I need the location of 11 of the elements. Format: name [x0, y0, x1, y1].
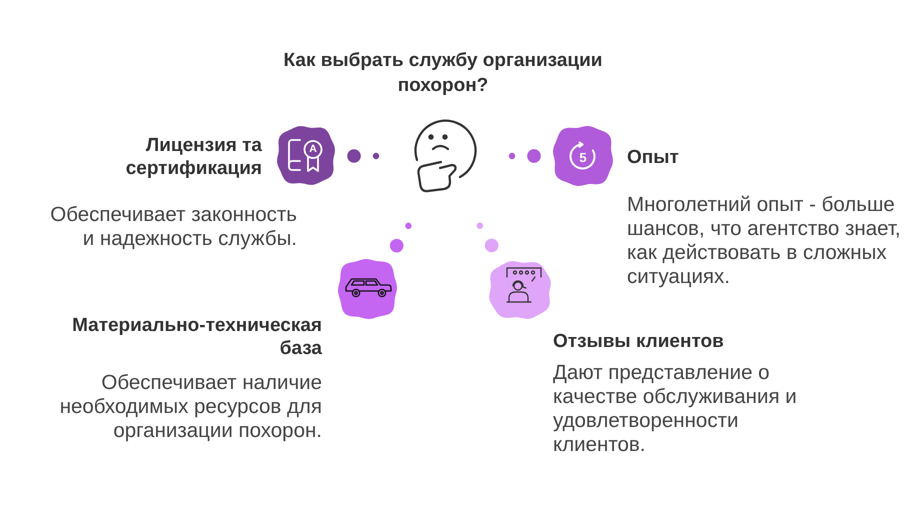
item-description: Обеспечивает наличие необходимых ресурсов для организации похорон. — [58, 371, 322, 443]
item-heading: Лицензия та сертификация — [124, 134, 262, 180]
item-heading: Отзывы клиентов — [553, 330, 725, 352]
item-description: Обеспечивает законность и надежность службы. — [49, 203, 297, 251]
item-description: Дают представление о качестве обслуживания и удовлетворенности клиентов. — [553, 361, 798, 457]
item-description: Многолетний опыт - больше шансов, что агентство знает, как действовать в сложных ситуациях. — [627, 193, 902, 289]
year-number: 5 — [578, 150, 588, 164]
award-letter: A — [308, 144, 318, 155]
item-heading: Опыт — [627, 146, 680, 168]
title: Как выбрать службу организации похорон? — [282, 48, 604, 98]
item-heading: Материально-техническая база — [71, 314, 322, 360]
